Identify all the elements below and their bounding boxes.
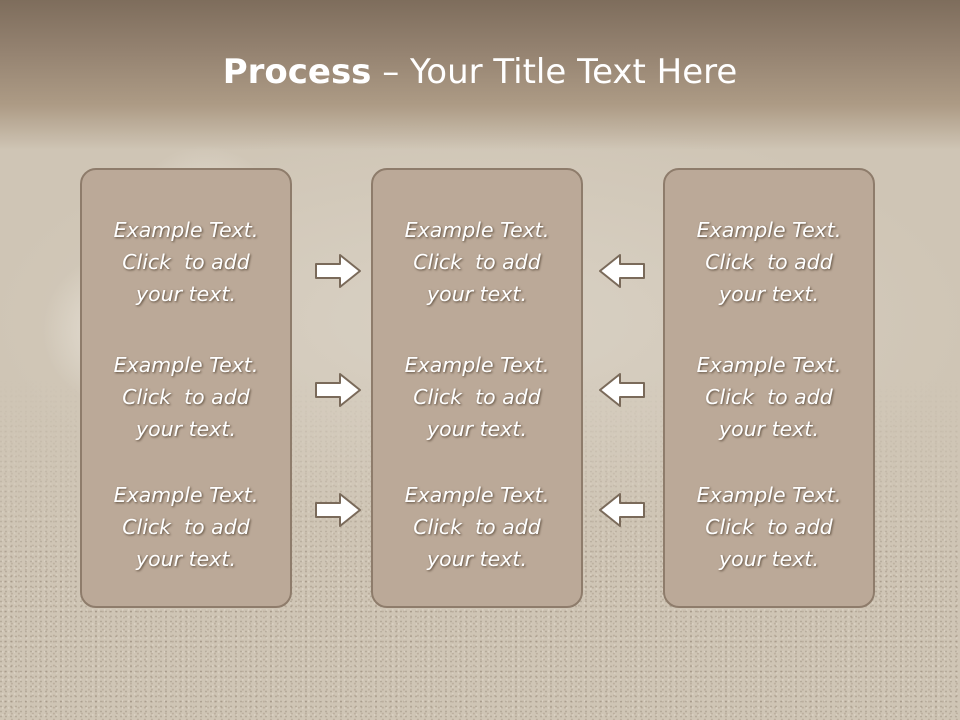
text-line: Example Text. xyxy=(404,218,550,242)
text-placeholder[interactable]: Example Text. Click to add your text. xyxy=(82,214,290,310)
text-line: your text. xyxy=(136,282,236,306)
middle-column-box[interactable]: Example Text. Click to add your text. Ex… xyxy=(371,168,583,608)
text-line: your text. xyxy=(136,417,236,441)
text-placeholder[interactable]: Example Text. Click to add your text. xyxy=(373,479,581,575)
text-line: Example Text. xyxy=(696,353,842,377)
title-band xyxy=(0,0,960,150)
text-line: Click to add xyxy=(122,385,250,409)
right-column-box[interactable]: Example Text. Click to add your text. Ex… xyxy=(663,168,875,608)
arrow-left-icon[interactable] xyxy=(598,372,646,408)
arrow-left-icon[interactable] xyxy=(598,253,646,289)
text-line: Example Text. xyxy=(696,218,842,242)
title-rest: – Your Title Text Here xyxy=(371,52,738,92)
text-placeholder[interactable]: Example Text. Click to add your text. xyxy=(665,479,873,575)
text-line: Example Text. xyxy=(113,218,259,242)
text-line: Click to add xyxy=(705,385,833,409)
text-line: Example Text. xyxy=(404,353,550,377)
text-line: your text. xyxy=(719,282,819,306)
text-placeholder[interactable]: Example Text. Click to add your text. xyxy=(665,214,873,310)
text-line: your text. xyxy=(136,547,236,571)
text-line: your text. xyxy=(427,547,527,571)
text-line: Example Text. xyxy=(696,483,842,507)
text-line: your text. xyxy=(427,417,527,441)
text-placeholder[interactable]: Example Text. Click to add your text. xyxy=(82,349,290,445)
text-placeholder[interactable]: Example Text. Click to add your text. xyxy=(82,479,290,575)
arrow-right-icon[interactable] xyxy=(314,492,362,528)
text-line: Click to add xyxy=(122,515,250,539)
arrow-right-icon[interactable] xyxy=(314,372,362,408)
arrow-left-icon[interactable] xyxy=(598,492,646,528)
text-line: Example Text. xyxy=(404,483,550,507)
text-line: your text. xyxy=(427,282,527,306)
text-line: your text. xyxy=(719,417,819,441)
text-line: Click to add xyxy=(705,250,833,274)
text-line: Click to add xyxy=(413,250,541,274)
text-line: Click to add xyxy=(413,515,541,539)
text-placeholder[interactable]: Example Text. Click to add your text. xyxy=(373,214,581,310)
left-column-box[interactable]: Example Text. Click to add your text. Ex… xyxy=(80,168,292,608)
text-line: Click to add xyxy=(705,515,833,539)
text-placeholder[interactable]: Example Text. Click to add your text. xyxy=(665,349,873,445)
arrow-right-icon[interactable] xyxy=(314,253,362,289)
text-line: Example Text. xyxy=(113,353,259,377)
text-placeholder[interactable]: Example Text. Click to add your text. xyxy=(373,349,581,445)
text-line: your text. xyxy=(719,547,819,571)
text-line: Click to add xyxy=(413,385,541,409)
text-line: Example Text. xyxy=(113,483,259,507)
text-line: Click to add xyxy=(122,250,250,274)
slide-title[interactable]: Process – Your Title Text Here xyxy=(0,52,960,92)
title-bold: Process xyxy=(222,52,372,92)
